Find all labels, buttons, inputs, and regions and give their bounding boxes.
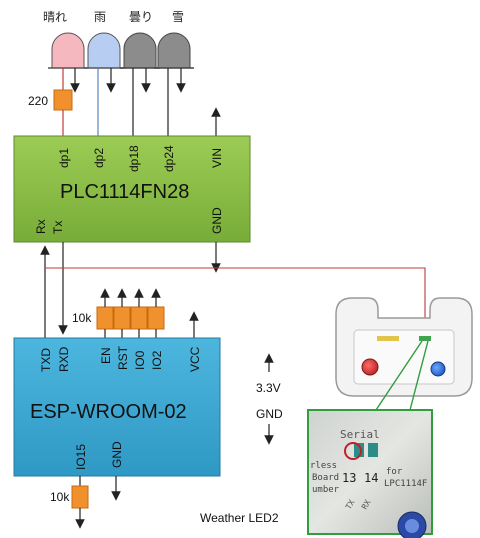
led-cloudy bbox=[120, 32, 160, 69]
plc-pin-tx: Tx bbox=[51, 221, 65, 234]
plc-pin-dp1: dp1 bbox=[57, 148, 71, 168]
esp-pin-txd: TXD bbox=[39, 348, 53, 372]
esp-pin-rxd: RXD bbox=[57, 346, 71, 372]
resistor-pullup-pack bbox=[96, 306, 165, 330]
mcu-board-illustration bbox=[335, 297, 473, 397]
photo-pin-14: 14 bbox=[364, 471, 378, 485]
plc-pin-dp2: dp2 bbox=[92, 148, 106, 168]
resistor-pulldown bbox=[71, 485, 89, 509]
plc-chip-name: PLC1114FN28 bbox=[60, 181, 189, 203]
esp-pin-io15: IO15 bbox=[74, 444, 88, 470]
plc-pin-vin: VIN bbox=[210, 148, 224, 168]
plc-pin-dp24: dp24 bbox=[162, 145, 176, 172]
led-rain bbox=[84, 32, 124, 69]
photo-side-left-1: rless bbox=[310, 461, 337, 471]
esp-chip-name: ESP-WROOM-02 bbox=[30, 401, 187, 423]
power-gnd-label: GND bbox=[256, 407, 283, 421]
photo-pin-rx: RX bbox=[360, 498, 373, 511]
esp-pin-rst: RST bbox=[116, 345, 130, 370]
photo-pin-highlight bbox=[344, 442, 362, 460]
led-leads bbox=[62, 68, 186, 140]
led-snow bbox=[154, 32, 194, 69]
uart-wires bbox=[40, 242, 68, 338]
esp-pin-io0: IO0 bbox=[133, 350, 147, 370]
board-blue-button bbox=[430, 361, 446, 377]
resistor-220 bbox=[53, 89, 73, 111]
resistor-pullup-label: 10k bbox=[72, 311, 92, 325]
led-sunny bbox=[48, 32, 88, 69]
esp-pin-gnd: GND bbox=[110, 441, 124, 468]
diagram-caption: Weather LED2 bbox=[200, 511, 279, 525]
photo-side-left-3: umber bbox=[312, 485, 340, 495]
led-label-rain: 雨 bbox=[94, 10, 106, 24]
photo-side-right-2: LPC1114F bbox=[384, 479, 427, 489]
red-serial-wire bbox=[45, 267, 430, 335]
led-label-cloudy: 曇り bbox=[129, 10, 153, 24]
photo-pin-13: 13 bbox=[342, 471, 356, 485]
plc1114-chip bbox=[13, 135, 251, 243]
resistor-pulldown-label: 10k bbox=[50, 490, 70, 504]
esp-pin-io2: IO2 bbox=[150, 350, 164, 370]
esp-pin-vcc: VCC bbox=[188, 346, 202, 372]
photo-serial-label: Serial bbox=[340, 428, 380, 441]
plc-pin-dp18: dp18 bbox=[127, 145, 141, 172]
plc-pin-rx: Rx bbox=[34, 219, 48, 234]
plc-pin-gnd: GND bbox=[210, 207, 224, 234]
led-label-snow: 雪 bbox=[172, 10, 184, 24]
photo-side-right-1: for bbox=[386, 467, 403, 477]
photo-side-left-2: Board bbox=[312, 473, 339, 483]
esp-wroom-chip bbox=[13, 337, 221, 477]
board-red-button bbox=[361, 358, 379, 376]
photo-pin-tx: TX bbox=[344, 498, 357, 511]
power-3v3-label: 3.3V bbox=[256, 381, 281, 395]
led-label-sunny: 晴れ bbox=[43, 10, 67, 24]
resistor-220-label: 220 bbox=[28, 94, 48, 108]
board-photo-inset: Serial 13 14 rless Board umber for LPC11… bbox=[307, 409, 433, 538]
esp-pin-en: EN bbox=[99, 347, 113, 364]
